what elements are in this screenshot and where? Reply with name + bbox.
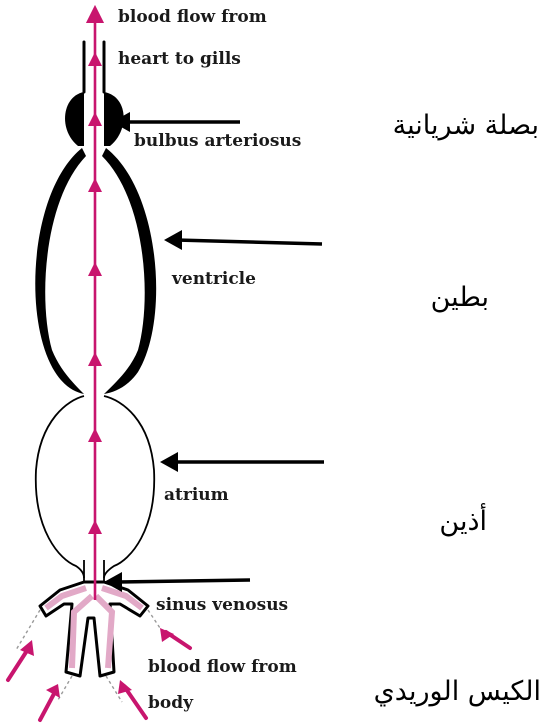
label-atrium-en: atrium bbox=[164, 485, 229, 505]
label-top-line1: blood flow from bbox=[118, 7, 267, 27]
label-bottom-line1: blood flow from bbox=[148, 657, 297, 677]
label-bottom-line2: body bbox=[148, 693, 194, 713]
label-bulbus-en: bulbus arteriosus bbox=[134, 131, 301, 151]
pointer-lines bbox=[116, 122, 324, 582]
label-bulbus-ar: بصلة شريانية bbox=[393, 110, 539, 141]
incoming-vein-lines bbox=[16, 610, 168, 702]
label-ventricle-ar: بطين bbox=[431, 282, 489, 313]
label-sinus-ar: الكيس الوريدي bbox=[374, 676, 541, 707]
label-sinus-en: sinus venosus bbox=[156, 595, 288, 615]
label-top-line2: heart to gills bbox=[118, 49, 241, 69]
label-atrium-ar: أذين bbox=[439, 506, 487, 537]
label-ventricle-en: ventricle bbox=[171, 269, 256, 289]
